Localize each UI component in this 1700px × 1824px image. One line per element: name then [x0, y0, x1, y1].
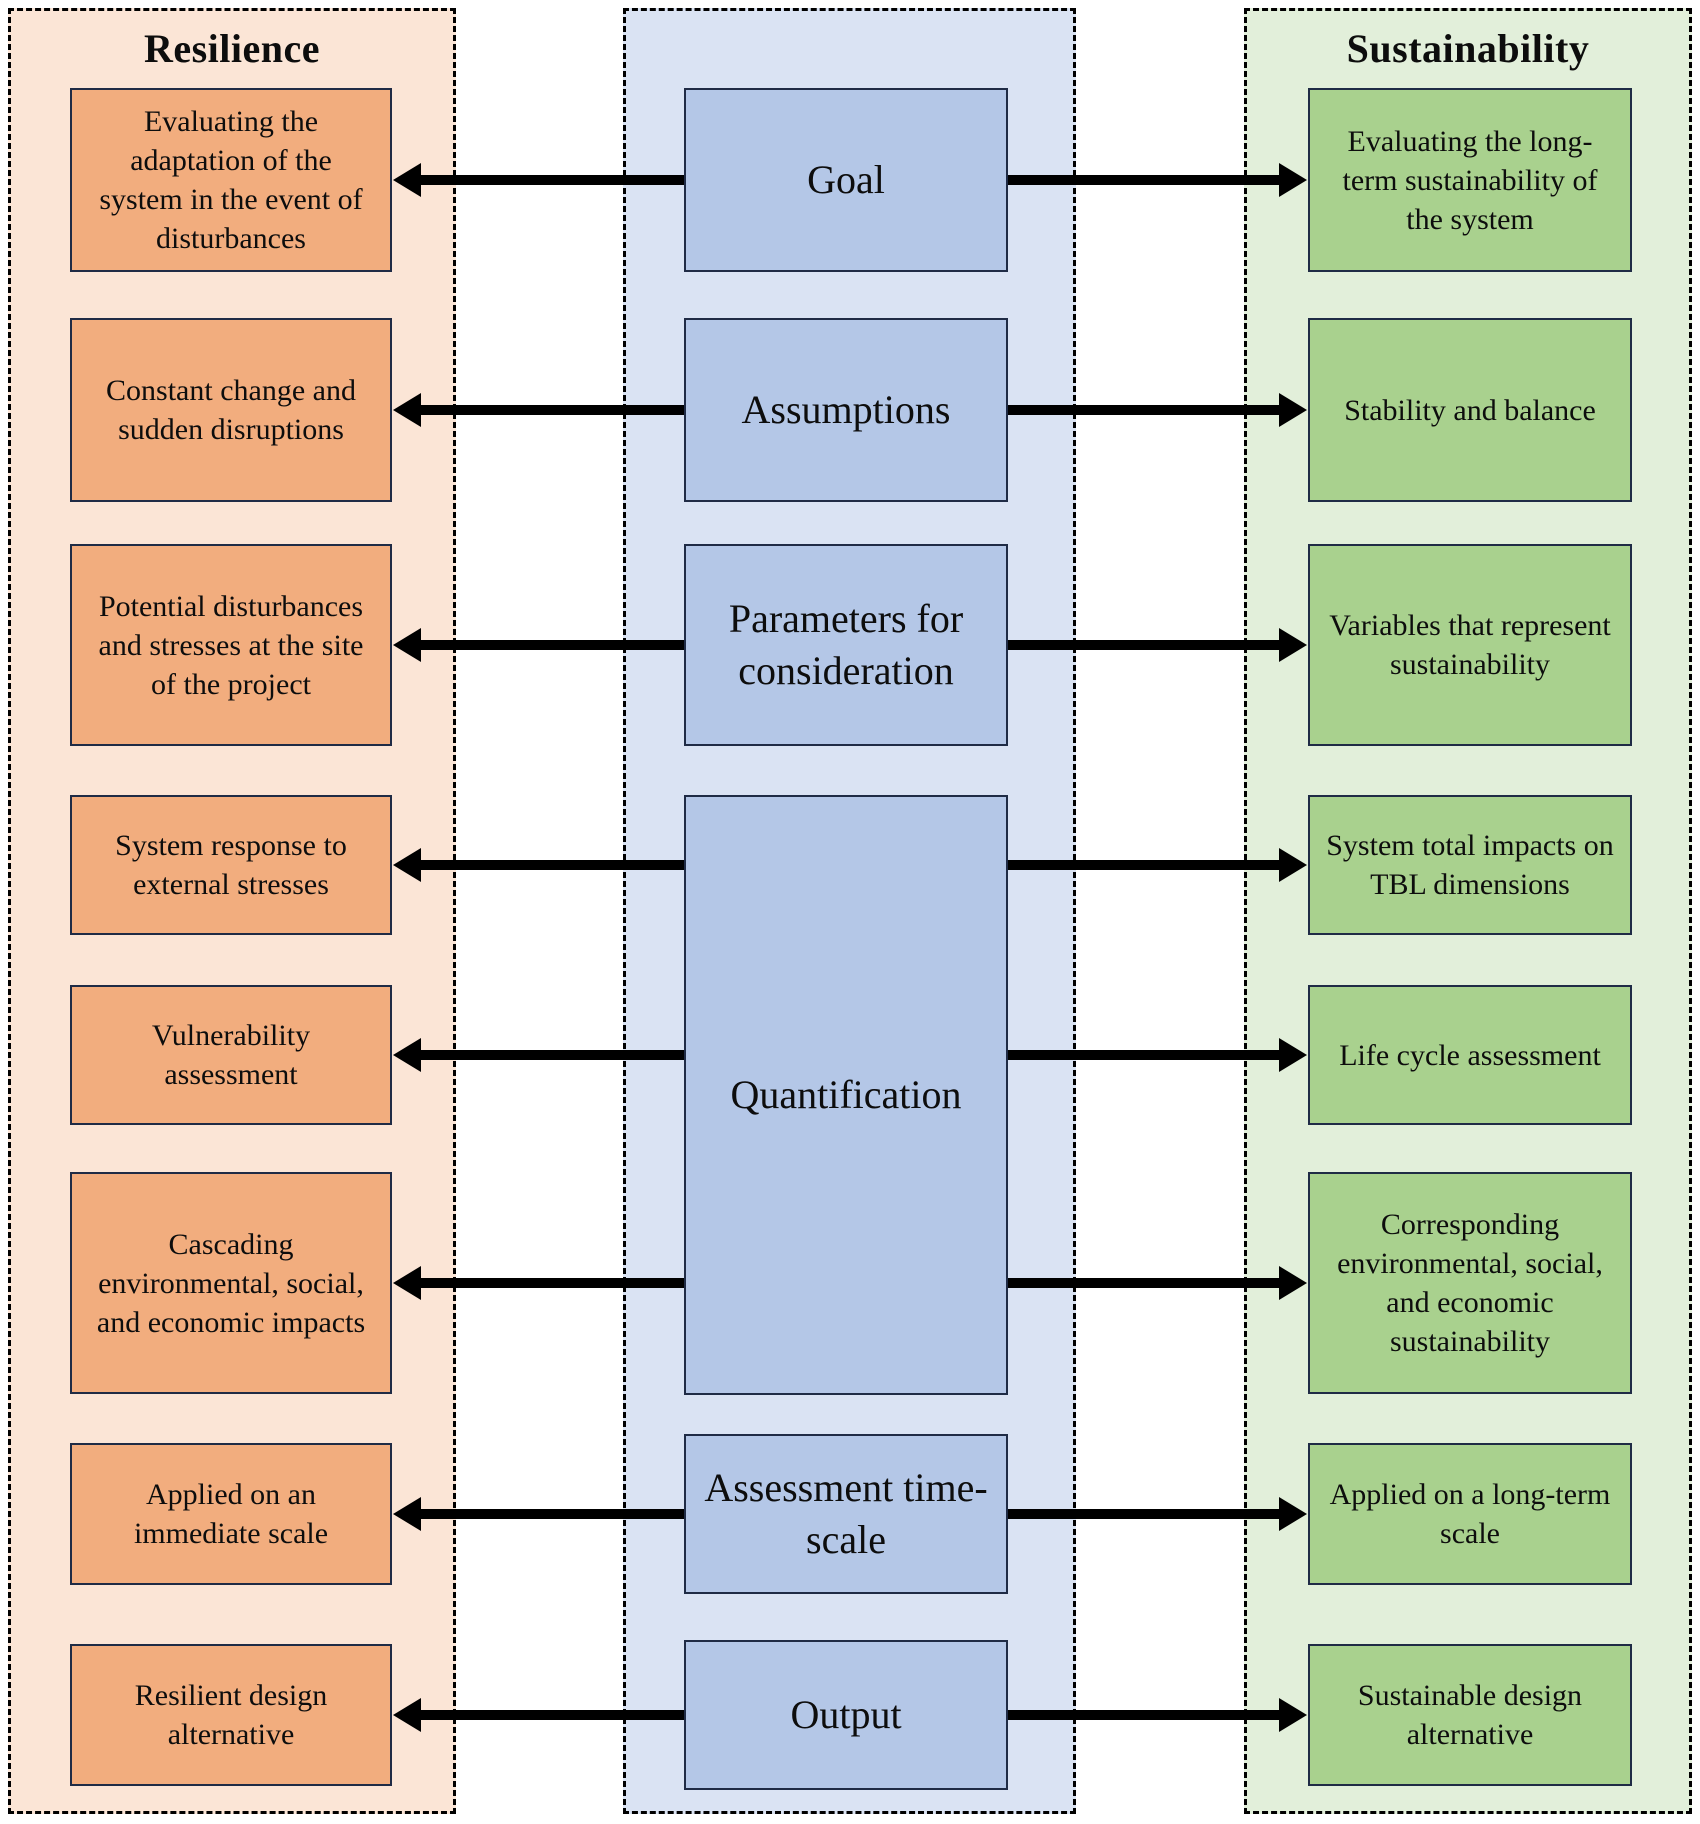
sustainability-box-row7: Applied on a long-term scale: [1308, 1443, 1632, 1585]
arrow-left-row7-icon: [420, 1509, 684, 1519]
sustainability-box-row1: Evaluating the long-term sustainability …: [1308, 88, 1632, 272]
resilience-title: Resilience: [143, 26, 321, 71]
arrow-left-row2-icon: [420, 405, 684, 415]
sustainability-box-row2: Stability and balance: [1308, 318, 1632, 502]
arrow-right-row4-icon: [1008, 860, 1280, 870]
resilience-box-row1: Evaluating the adaptation of the system …: [70, 88, 392, 272]
resilience-box-row3: Potential disturbances and stresses at t…: [70, 544, 392, 746]
center-box-output: Output: [684, 1640, 1008, 1790]
arrow-right-row3-icon: [1008, 640, 1280, 650]
arrow-left-row5-icon: [420, 1050, 684, 1060]
arrow-right-row7-icon: [1008, 1509, 1280, 1519]
arrow-right-row5-icon: [1008, 1050, 1280, 1060]
resilience-box-row5: Vulnerability assessment: [70, 985, 392, 1125]
arrow-right-row2-icon: [1008, 405, 1280, 415]
center-box-timescale: Assessment time-scale: [684, 1434, 1008, 1594]
center-box-quantification: Quantification: [684, 795, 1008, 1395]
resilience-box-row2: Constant change and sudden disruptions: [70, 318, 392, 502]
arrow-right-row6-icon: [1008, 1278, 1280, 1288]
arrow-right-row8-icon: [1008, 1710, 1280, 1720]
arrow-left-row1-icon: [420, 175, 684, 185]
arrow-right-row1-icon: [1008, 175, 1280, 185]
sustainability-box-row3: Variables that represent sustainability: [1308, 544, 1632, 746]
resilience-box-row6: Cascading environmental, social, and eco…: [70, 1172, 392, 1394]
resilience-box-row7: Applied on an immediate scale: [70, 1443, 392, 1585]
arrow-left-row3-icon: [420, 640, 684, 650]
resilience-box-row8: Resilient design alternative: [70, 1644, 392, 1786]
sustainability-box-row6: Corresponding environmental, social, and…: [1308, 1172, 1632, 1394]
resilience-box-row4: System response to external stresses: [70, 795, 392, 935]
arrow-left-row4-icon: [420, 860, 684, 870]
center-box-parameters: Parameters for consideration: [684, 544, 1008, 746]
sustainability-box-row8: Sustainable design alternative: [1308, 1644, 1632, 1786]
sustainability-box-row5: Life cycle assessment: [1308, 985, 1632, 1125]
arrow-left-row8-icon: [420, 1710, 684, 1720]
sustainability-box-row4: System total impacts on TBL dimensions: [1308, 795, 1632, 935]
sustainability-title: Sustainability: [1346, 26, 1590, 71]
arrow-left-row6-icon: [420, 1278, 684, 1288]
center-box-goal: Goal: [684, 88, 1008, 272]
center-box-assumptions: Assumptions: [684, 318, 1008, 502]
